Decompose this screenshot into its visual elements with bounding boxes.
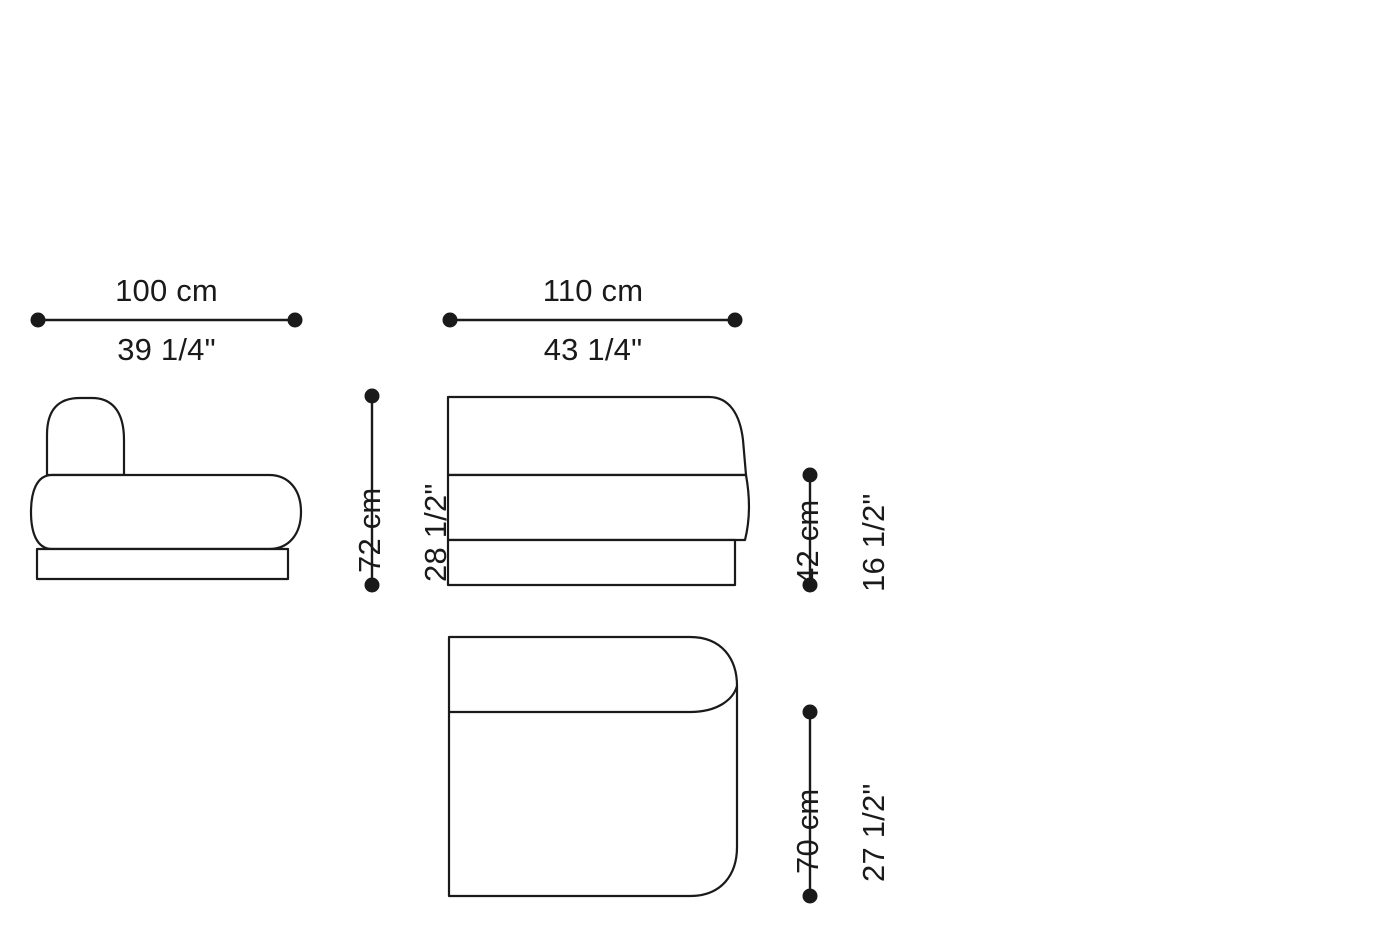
- front-backrest-band: [446, 395, 748, 477]
- side-backrest-outline: [45, 396, 126, 477]
- dimension-line-depth-plan: [802, 704, 818, 904]
- dimension-endpoint-dot: [802, 888, 818, 904]
- dimension-endpoint-dot: [364, 388, 380, 404]
- dimension-endpoint-dot: [727, 312, 743, 328]
- dimension-height-seat-imperial: 16 1/2": [856, 493, 891, 592]
- dimension-depth-plan-metric: 70 cm: [790, 788, 825, 874]
- dimension-height-total-imperial: 28 1/2": [418, 483, 453, 582]
- dimension-width-front-imperial: 43 1/4": [543, 332, 643, 367]
- dimension-width-side-metric: 100 cm: [115, 273, 218, 308]
- dimension-line-height-total: [364, 388, 380, 593]
- dimension-line-width-front: [442, 312, 743, 328]
- side-seat-cushion-outline: [29, 473, 303, 551]
- front-elevation-view: [446, 395, 750, 587]
- dimension-endpoint-dot: [30, 312, 46, 328]
- front-base-band: [446, 538, 737, 587]
- dimension-endpoint-dot: [802, 704, 818, 720]
- dimension-endpoint-dot: [287, 312, 303, 328]
- dimension-height-total-metric: 72 cm: [352, 487, 387, 573]
- dimension-line-width-side: [30, 312, 303, 328]
- plan-outline: [447, 635, 739, 898]
- side-base-outline: [35, 547, 290, 581]
- dimension-depth-plan-imperial: 27 1/2": [856, 783, 891, 882]
- plan-view: [447, 635, 739, 898]
- dimension-endpoint-dot: [442, 312, 458, 328]
- dimension-height-seat-metric: 42 cm: [790, 499, 825, 585]
- dimension-width-front-metric: 110 cm: [542, 273, 644, 308]
- dimension-width-side-imperial: 39 1/4": [117, 332, 216, 367]
- front-seat-band: [446, 473, 750, 542]
- dimension-endpoint-dot: [802, 467, 818, 483]
- dimension-endpoint-dot: [364, 577, 380, 593]
- dimension-line-height-seat: [802, 467, 818, 593]
- side-elevation-view: [29, 396, 303, 581]
- dimension-endpoint-dot: [802, 577, 818, 593]
- plan-backrest-divider: [447, 684, 739, 714]
